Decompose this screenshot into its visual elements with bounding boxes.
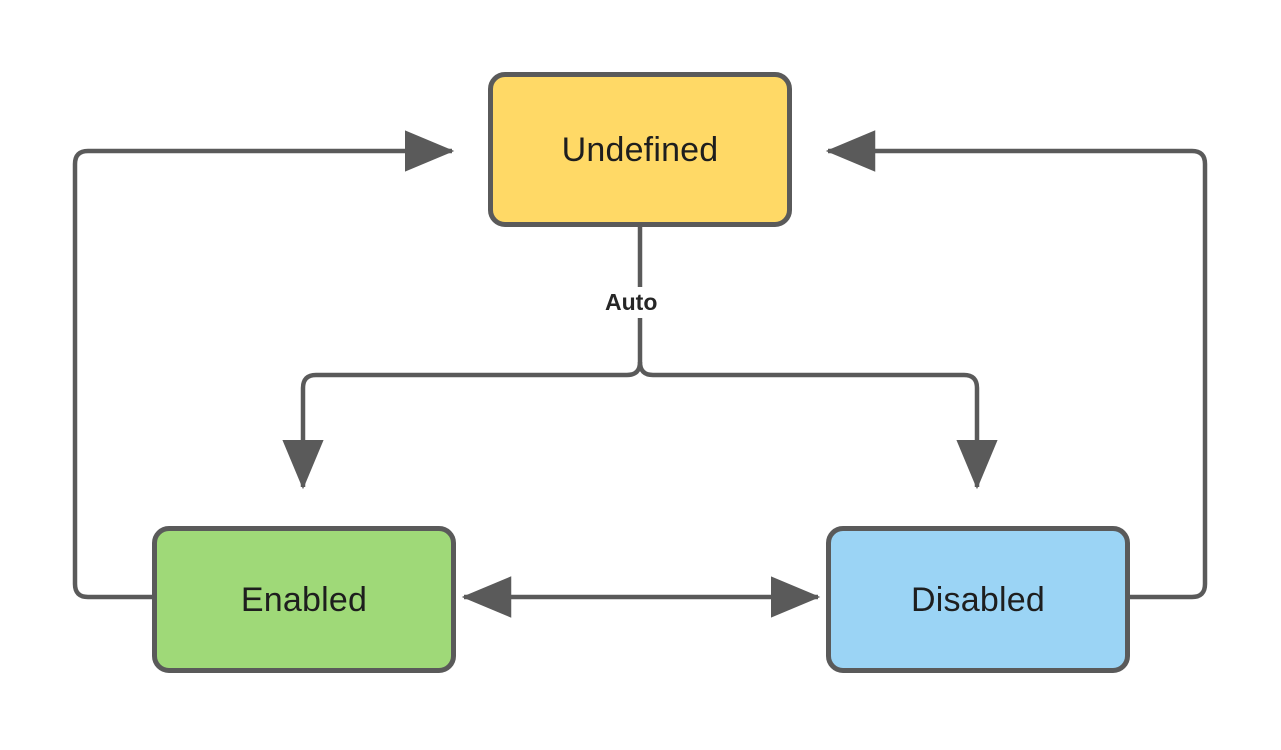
edge-split-disabled [637,361,998,490]
edge-disabled-undefined [825,130,1208,600]
edge-enabled-undefined [72,130,455,600]
edge-label-auto: Auto [598,287,665,318]
state-node-undefined-label: Undefined [561,130,719,169]
state-node-disabled[interactable]: Disabled [826,526,1130,673]
state-node-enabled-label: Enabled [240,580,368,619]
state-node-enabled[interactable]: Enabled [152,526,456,673]
edge-undefined-split [282,227,643,490]
state-node-undefined[interactable]: Undefined [488,72,792,227]
state-node-disabled-label: Disabled [911,580,1045,619]
